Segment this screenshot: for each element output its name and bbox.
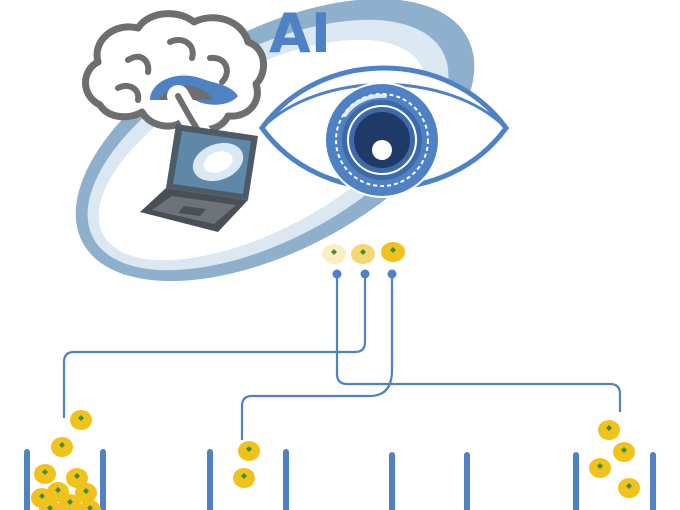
orange-icon (613, 442, 635, 462)
input-fruits (322, 242, 405, 279)
orange-icon (34, 464, 56, 484)
bin-4 (573, 420, 656, 510)
orange-icon (233, 468, 255, 488)
orange-icon (238, 441, 260, 461)
orange-icon (589, 458, 611, 478)
connector-wires (62, 274, 622, 440)
brain-icon (82, 10, 267, 163)
orange-icon (598, 420, 620, 440)
laptop-icon (140, 124, 258, 232)
bin-1 (24, 410, 106, 510)
orange-icon (70, 410, 92, 430)
orange-icon (51, 437, 73, 457)
page-title: AI (269, 2, 331, 65)
bin-3 (389, 452, 470, 510)
bin-2 (207, 441, 289, 510)
eye-icon (258, 65, 510, 198)
orange-icon (351, 244, 375, 264)
orange-icon (618, 478, 640, 498)
orange-icon (381, 242, 405, 262)
orange-icon (322, 244, 346, 264)
